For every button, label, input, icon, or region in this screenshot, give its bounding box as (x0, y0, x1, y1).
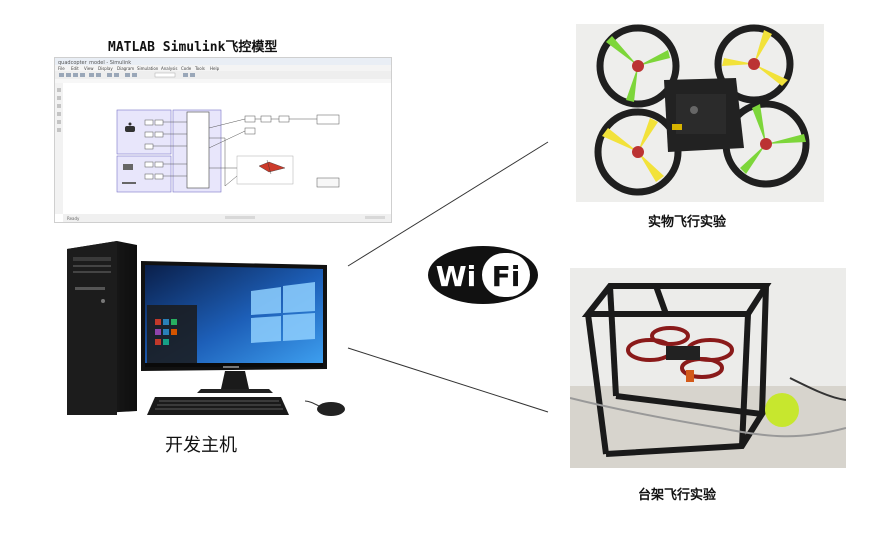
propeller-front-right (722, 30, 788, 86)
simulink-menu-diagram[interactable]: Diagram (117, 66, 134, 71)
quadcopter-illustration (576, 24, 824, 202)
propeller-rear-left (602, 118, 664, 182)
link-line-real (347, 141, 549, 267)
simulink-screenshot: quadcopter_model - Simulink File Edit Vi… (54, 57, 392, 223)
simulink-menu-analysis[interactable]: Analysis (161, 66, 177, 71)
real-drone-photo (576, 24, 824, 202)
propeller-rear-right (740, 104, 806, 174)
host-label: 开发主机 (165, 435, 237, 456)
simulink-status: Ready (67, 216, 80, 221)
rig-drone (626, 326, 734, 382)
pc-tower (67, 241, 137, 415)
link-line-rig (347, 347, 549, 413)
simulink-menu-edit[interactable]: Edit (71, 66, 79, 71)
simulink-menu-help[interactable]: Help (210, 66, 220, 71)
simulink-window-title: quadcopter_model - Simulink (58, 60, 131, 66)
simulink-menu-display[interactable]: Display (98, 66, 113, 71)
rig-frame (581, 283, 772, 457)
simulink-menu-file[interactable]: File (58, 66, 65, 71)
simulink-menu: File Edit View Display Diagram Simulatio… (58, 66, 220, 71)
keyboard (147, 397, 289, 415)
mouse (304, 400, 345, 416)
wifi-text-wi: Wi (436, 260, 476, 293)
wifi-text-fi: Fi (492, 260, 521, 293)
rig-flight-label: 台架飞行实验 (638, 488, 717, 503)
simulink-menu-tools[interactable]: Tools (194, 66, 205, 71)
propeller-front-left (606, 36, 670, 102)
simulink-diagram: quadcopter_model - Simulink File Edit Vi… (55, 58, 391, 222)
monitor (141, 261, 327, 393)
simulink-menu-view[interactable]: View (84, 66, 94, 71)
real-flight-label: 实物飞行实验 (648, 215, 727, 230)
simulink-menu-simulation[interactable]: Simulation (137, 66, 159, 71)
test-rig-illustration (570, 268, 846, 468)
host-computer-illustration (67, 241, 345, 416)
simulink-menu-code[interactable]: Code (181, 66, 192, 71)
wifi-logo: Wi Fi (428, 246, 538, 304)
rig-flight-photo (570, 268, 846, 468)
simulink-title: MATLAB Simulink飞控模型 (108, 40, 278, 55)
